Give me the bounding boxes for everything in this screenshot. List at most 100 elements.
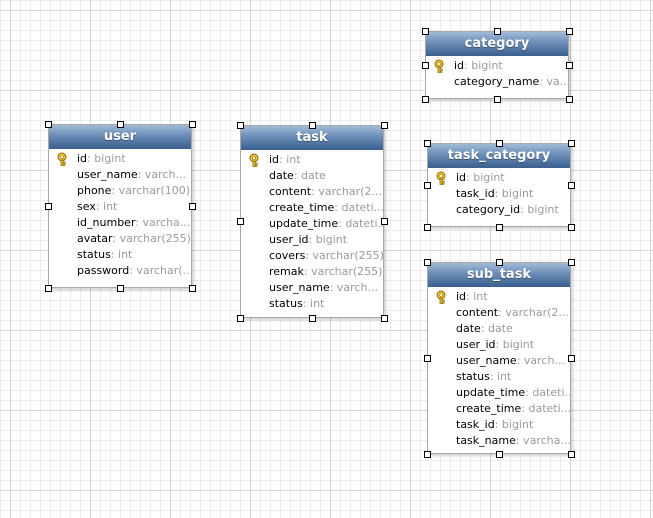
resize-handle[interactable] xyxy=(424,355,431,362)
attribute-row[interactable]: content: varchar(2... xyxy=(428,305,570,321)
attribute-row[interactable]: date: date xyxy=(428,321,570,337)
entity-title[interactable]: task_category xyxy=(428,144,570,168)
resize-handle[interactable] xyxy=(45,285,52,292)
resize-handle[interactable] xyxy=(496,224,503,231)
attribute-row[interactable]: task_id: bigint xyxy=(428,417,570,433)
resize-handle[interactable] xyxy=(424,259,431,266)
attribute-row[interactable]: phone: varchar(100) xyxy=(49,183,191,199)
attribute-row[interactable]: category_name: va... xyxy=(426,74,568,90)
attribute-row[interactable]: id: int xyxy=(241,152,383,168)
resize-handle[interactable] xyxy=(568,140,575,147)
resize-handle[interactable] xyxy=(237,122,244,129)
attribute-type: : varchar(100) xyxy=(111,184,191,197)
attribute-row[interactable]: user_name: varch... xyxy=(49,167,191,183)
attribute-row[interactable]: update_time: dateti... xyxy=(428,385,570,401)
resize-handle[interactable] xyxy=(424,224,431,231)
attribute-row[interactable]: avatar: varchar(255) xyxy=(49,231,191,247)
resize-handle[interactable] xyxy=(496,259,503,266)
resize-handle[interactable] xyxy=(566,62,573,69)
attribute-row[interactable]: category_id: bigint xyxy=(428,202,570,218)
attribute-row[interactable]: status: int xyxy=(49,247,191,263)
entity-title[interactable]: user xyxy=(49,125,191,149)
entity-title[interactable]: sub_task xyxy=(428,263,570,287)
resize-handle[interactable] xyxy=(424,451,431,458)
resize-handle[interactable] xyxy=(568,182,575,189)
attribute-row[interactable]: date: date xyxy=(241,168,383,184)
attribute-type: : varcha... xyxy=(515,434,570,447)
attribute-row[interactable]: create_time: dateti... xyxy=(241,200,383,216)
resize-handle[interactable] xyxy=(237,218,244,225)
resize-handle[interactable] xyxy=(117,121,124,128)
resize-handle[interactable] xyxy=(494,28,501,35)
attribute-name: id xyxy=(77,152,88,165)
attribute-row[interactable]: status: int xyxy=(241,296,383,312)
resize-handle[interactable] xyxy=(568,355,575,362)
attribute-name: status xyxy=(456,370,490,383)
attribute-row[interactable]: user_name: varch... xyxy=(241,280,383,296)
attribute-name: task_id xyxy=(456,418,495,431)
attribute-row[interactable]: id: bigint xyxy=(428,170,570,186)
resize-handle[interactable] xyxy=(45,121,52,128)
resize-handle[interactable] xyxy=(381,315,388,322)
resize-handle[interactable] xyxy=(494,96,501,103)
resize-handle[interactable] xyxy=(568,451,575,458)
resize-handle[interactable] xyxy=(422,28,429,35)
resize-handle[interactable] xyxy=(189,285,196,292)
attribute-name: phone xyxy=(77,184,112,197)
attribute-row[interactable]: id: bigint xyxy=(49,151,191,167)
resize-handle[interactable] xyxy=(496,140,503,147)
resize-handle[interactable] xyxy=(117,285,124,292)
attribute-row[interactable]: task_name: varcha... xyxy=(428,433,570,449)
resize-handle[interactable] xyxy=(424,140,431,147)
resize-handle[interactable] xyxy=(568,259,575,266)
attribute-row[interactable]: task_id: bigint xyxy=(428,186,570,202)
resize-handle[interactable] xyxy=(45,203,52,210)
resize-handle[interactable] xyxy=(496,451,503,458)
attribute-row[interactable]: sex: int xyxy=(49,199,191,215)
attribute-name: create_time xyxy=(269,201,335,214)
attribute-name: category_name xyxy=(454,75,540,88)
entity-title[interactable]: category xyxy=(426,32,568,56)
attribute-row[interactable]: user_id: bigint xyxy=(241,232,383,248)
attribute-type: : varchar(255) xyxy=(305,249,383,262)
attribute-type: : bigint xyxy=(466,171,505,184)
resize-handle[interactable] xyxy=(568,224,575,231)
resize-handle[interactable] xyxy=(381,218,388,225)
attribute-name: status xyxy=(269,297,303,310)
attribute-name: task_id xyxy=(456,187,495,200)
resize-handle[interactable] xyxy=(422,96,429,103)
attribute-row[interactable]: id_number: varcha... xyxy=(49,215,191,231)
attribute-row[interactable]: password: varchar(... xyxy=(49,263,191,279)
attribute-type: : bigint xyxy=(494,418,534,431)
attribute-row[interactable]: update_time: dateti... xyxy=(241,216,383,232)
resize-handle[interactable] xyxy=(424,182,431,189)
attribute-row[interactable]: create_time: dateti... xyxy=(428,401,570,417)
attribute-row[interactable]: status: int xyxy=(428,369,570,385)
resize-handle[interactable] xyxy=(422,62,429,69)
attribute-row[interactable]: content: varchar(2... xyxy=(241,184,383,200)
attribute-name: create_time xyxy=(456,402,522,415)
entity-title[interactable]: task xyxy=(241,126,383,150)
resize-handle[interactable] xyxy=(309,122,316,129)
attribute-row[interactable]: id: bigint xyxy=(426,58,568,74)
resize-handle[interactable] xyxy=(566,96,573,103)
attribute-row[interactable]: user_name: varch... xyxy=(428,353,570,369)
attribute-row[interactable]: user_id: bigint xyxy=(428,337,570,353)
resize-handle[interactable] xyxy=(566,28,573,35)
attribute-row[interactable]: remak: varchar(255) xyxy=(241,264,383,280)
resize-handle[interactable] xyxy=(189,121,196,128)
resize-handle[interactable] xyxy=(381,122,388,129)
resize-handle[interactable] xyxy=(309,315,316,322)
resize-handle[interactable] xyxy=(189,203,196,210)
attribute-row[interactable]: covers: varchar(255) xyxy=(241,248,383,264)
attribute-row[interactable]: id: int xyxy=(428,289,570,305)
resize-handle[interactable] xyxy=(237,315,244,322)
